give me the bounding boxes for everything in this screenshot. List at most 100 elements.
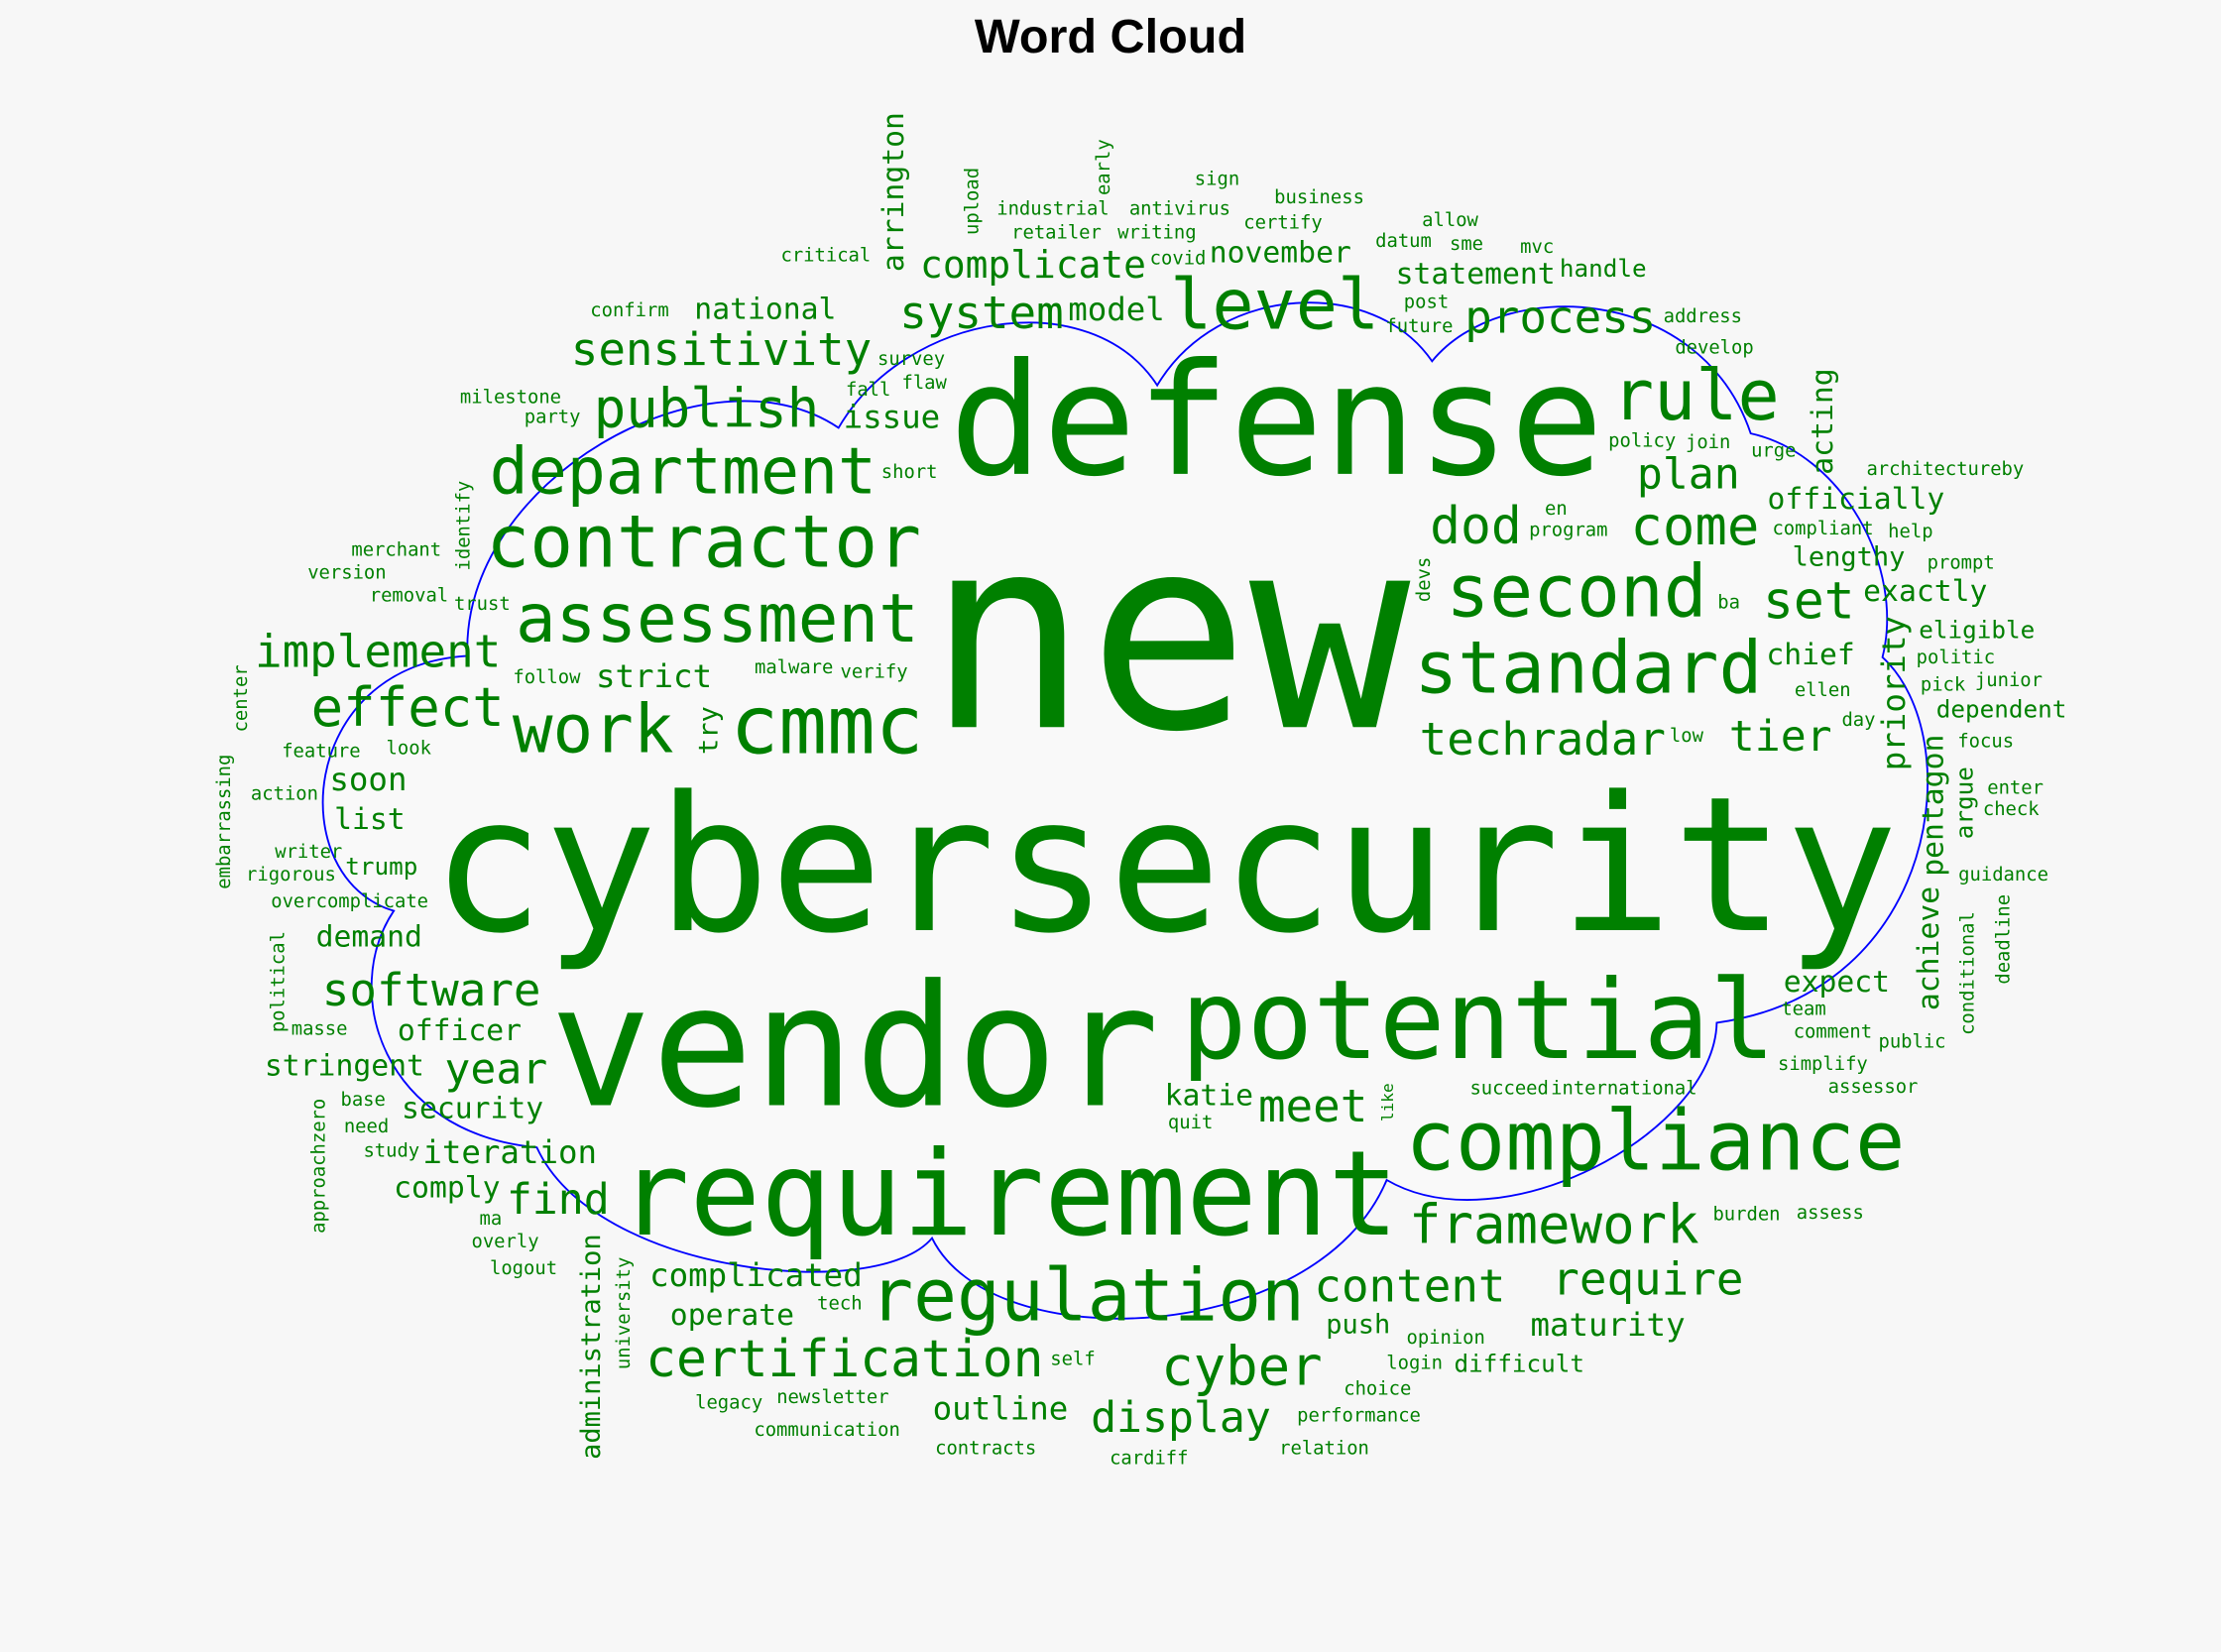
word-national: national	[694, 293, 837, 327]
word-cybersecurity: cybersecurity	[431, 757, 1899, 976]
word-milestone: milestone	[459, 387, 562, 409]
word-push: push	[1326, 1308, 1391, 1341]
word-university: university	[614, 1257, 636, 1370]
word-dod: dod	[1430, 497, 1522, 556]
word-public: public	[1878, 1032, 1946, 1054]
word-potential: potential	[1180, 957, 1776, 1086]
word-sensitivity: sensitivity	[570, 322, 873, 377]
word-urge: urge	[1751, 440, 1797, 462]
word-communication: communication	[754, 1420, 900, 1442]
word-certification: certification	[645, 1331, 1044, 1390]
word-newsletter: newsletter	[776, 1387, 889, 1410]
word-requirement: requirement	[618, 1125, 1399, 1263]
word-allow: allow	[1422, 209, 1478, 231]
word-burden: burden	[1712, 1204, 1781, 1227]
word-devs: devs	[1414, 556, 1437, 603]
word-writing: writing	[1117, 222, 1197, 244]
word-contractor: contractor	[486, 502, 921, 586]
word-party: party	[524, 408, 581, 429]
word-assessment: assessment	[515, 580, 919, 659]
word-masse: masse	[291, 1018, 348, 1040]
word-political: political	[268, 931, 291, 1033]
word-tech: tech	[817, 1294, 863, 1317]
word-sign: sign	[1194, 170, 1240, 191]
word-version: version	[307, 563, 387, 585]
word-upload: upload	[961, 167, 984, 235]
word-acting: acting	[1806, 367, 1840, 475]
word-effect: effect	[310, 675, 505, 739]
word-trust: trust	[453, 594, 511, 617]
word-outline: outline	[932, 1390, 1069, 1428]
word-trump: trump	[345, 853, 418, 882]
word-compliance: compliance	[1405, 1093, 1906, 1191]
word-junior: junior	[1974, 670, 2043, 692]
word-writer: writer	[275, 841, 343, 864]
word-merchant: merchant	[351, 539, 442, 561]
word-verify: verify	[840, 661, 908, 684]
word-difficult: difficult	[1454, 1350, 1585, 1379]
word-katie: katie	[1164, 1078, 1254, 1113]
word-simplify: simplify	[1778, 1055, 1868, 1077]
word-politic: politic	[1916, 648, 1996, 669]
word-second: second	[1446, 550, 1707, 635]
word-list: list	[334, 801, 406, 837]
word-cyber: cyber	[1161, 1335, 1323, 1398]
word-expect: expect	[1783, 964, 1891, 999]
word-architectureby: architectureby	[1866, 459, 2025, 482]
word-base: base	[340, 1089, 386, 1112]
word-new: new	[926, 479, 1411, 791]
word-lengthy: lengthy	[1792, 540, 1906, 573]
word-set: set	[1762, 572, 1855, 632]
word-datum: datum	[1375, 231, 1432, 253]
word-short: short	[880, 461, 938, 484]
word-conditional: conditional	[1957, 911, 1979, 1036]
word-assess: assess	[1796, 1203, 1864, 1225]
word-look: look	[386, 739, 431, 761]
word-arrington: arrington	[876, 112, 910, 273]
word-contracts: contracts	[935, 1438, 1037, 1460]
word-system: system	[899, 286, 1064, 340]
word-overly: overly	[471, 1232, 539, 1253]
word-display: display	[1091, 1393, 1271, 1444]
word-publish: publish	[593, 377, 820, 440]
word-content: content	[1314, 1259, 1506, 1314]
word-work: work	[512, 691, 674, 769]
word-critical: critical	[780, 246, 872, 268]
word-compliant: compliant	[1772, 518, 1874, 540]
word-relation: relation	[1279, 1438, 1369, 1461]
word-mvc: mvc	[1520, 236, 1555, 259]
word-future: future	[1385, 316, 1454, 339]
word-antivirus: antivirus	[1128, 198, 1230, 220]
word-like: like	[1378, 1083, 1397, 1122]
word-department: department	[489, 432, 877, 509]
word-process: process	[1464, 290, 1657, 344]
word-iteration: iteration	[422, 1133, 598, 1172]
word-argue: argue	[1950, 766, 1980, 839]
word-eligible: eligible	[1919, 616, 2036, 646]
word-demand: demand	[315, 919, 422, 954]
word-need: need	[343, 1117, 390, 1139]
word-center: center	[231, 664, 253, 733]
word-feature: feature	[282, 741, 361, 764]
word-framework: framework	[1409, 1194, 1699, 1256]
word-comment: comment	[1793, 1022, 1873, 1044]
word-year: year	[444, 1044, 548, 1095]
word-statement: statement	[1395, 257, 1556, 292]
word-covid: covid	[1149, 248, 1207, 270]
word-administration: administration	[575, 1233, 607, 1460]
word-help: help	[1888, 521, 1933, 543]
word-prompt: prompt	[1927, 552, 1995, 575]
word-flaw: flaw	[901, 373, 947, 396]
word-plan: plan	[1636, 450, 1740, 501]
word-legacy: legacy	[695, 1392, 763, 1415]
word-strict: strict	[596, 657, 713, 696]
word-officer: officer	[397, 1012, 523, 1048]
word-sme: sme	[1449, 234, 1484, 257]
word-ma: ma	[479, 1209, 503, 1232]
word-vendor: vendor	[549, 949, 1160, 1147]
word-complicate: complicate	[920, 243, 1146, 289]
word-approachzero: approachzero	[308, 1098, 330, 1234]
word-operate: operate	[669, 1298, 795, 1333]
word-stringent: stringent	[264, 1048, 424, 1083]
